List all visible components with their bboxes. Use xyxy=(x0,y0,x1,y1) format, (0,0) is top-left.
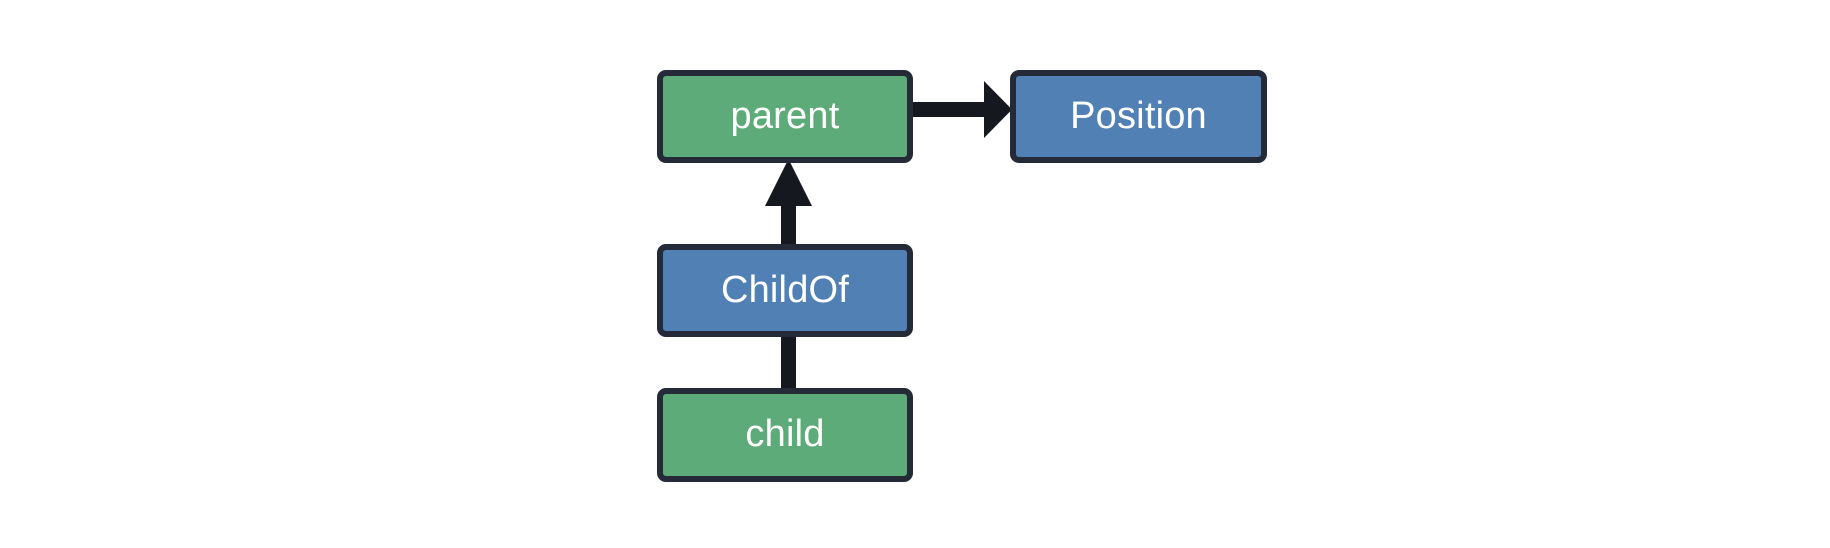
node-position[interactable]: Position xyxy=(1010,70,1267,163)
edge-childof-to-parent xyxy=(765,159,812,246)
node-parent-label: parent xyxy=(730,94,840,137)
node-childof-label: ChildOf xyxy=(720,268,850,311)
node-child[interactable]: child xyxy=(657,388,913,482)
node-childof[interactable]: ChildOf xyxy=(657,244,913,337)
node-position-label: Position xyxy=(1070,94,1207,137)
edge-parent-to-position xyxy=(913,81,1012,138)
edge-child-to-childof xyxy=(781,333,796,391)
node-child-label: child xyxy=(745,413,825,455)
node-parent[interactable]: parent xyxy=(657,70,913,163)
